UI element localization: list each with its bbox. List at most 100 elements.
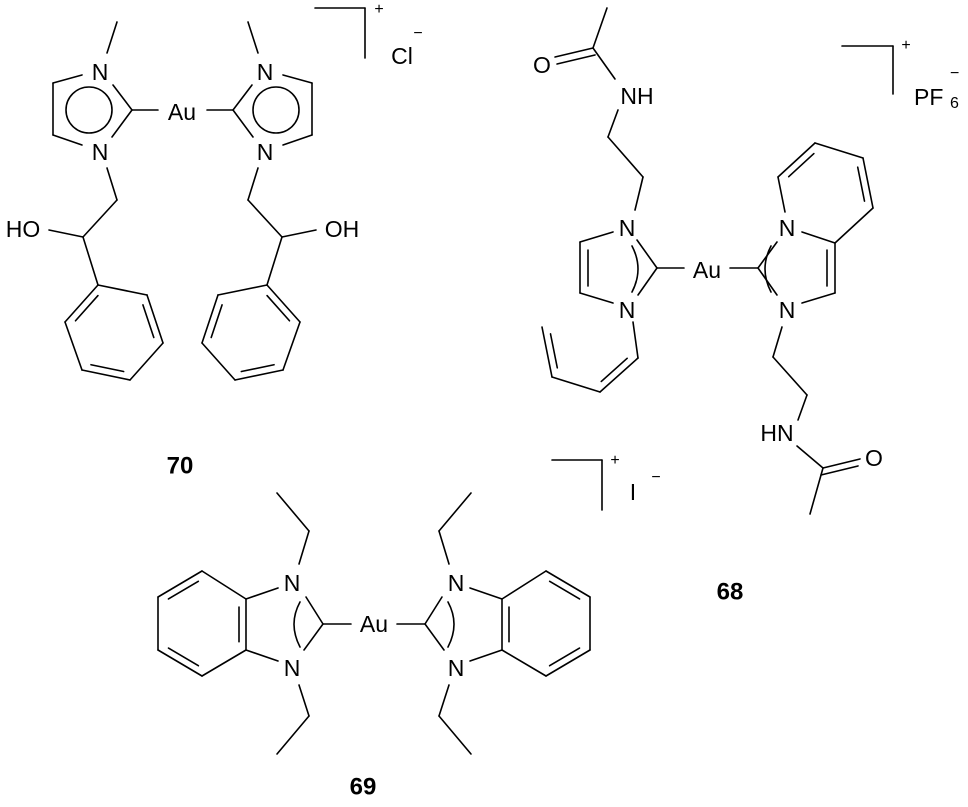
bond	[245, 649, 279, 662]
double-bond-line	[167, 580, 200, 600]
double-bond-line	[142, 304, 155, 339]
bond	[247, 199, 283, 238]
atom-n: N	[92, 59, 109, 85]
phenyl-bond	[64, 321, 83, 371]
double-bond-line	[600, 357, 628, 383]
bond	[424, 623, 445, 651]
bond	[52, 74, 83, 84]
atom-n: N	[257, 59, 274, 85]
phenyl-bond	[129, 342, 164, 381]
bond	[106, 21, 118, 54]
delocalized-arc	[631, 245, 639, 293]
phenyl-bond	[282, 321, 301, 371]
atom-n: N	[619, 215, 636, 241]
cation-charge: +	[374, 1, 383, 18]
double-bond-line	[556, 54, 596, 65]
delocalized-arc	[764, 245, 772, 293]
bond	[592, 7, 608, 49]
amide-nh-label: NH	[620, 83, 653, 109]
atom-au: Au	[693, 257, 721, 283]
bond	[111, 109, 133, 138]
double-bond-line	[549, 333, 559, 369]
atom-n: N	[779, 215, 796, 241]
bond	[607, 109, 619, 138]
bond	[82, 199, 118, 238]
atom-n: N	[257, 139, 274, 165]
bond	[801, 292, 836, 304]
hydroxyl-label: HO	[6, 216, 41, 242]
anion-charge: −	[413, 25, 422, 42]
benzo-bond	[501, 649, 547, 677]
bond	[112, 84, 133, 111]
atom-o: O	[533, 52, 551, 78]
benzo-bond	[157, 570, 203, 598]
bond	[282, 74, 313, 84]
bond	[469, 649, 503, 662]
cation-charge: +	[610, 452, 619, 469]
double-bond-line	[820, 465, 859, 476]
bond	[245, 587, 279, 600]
bond	[579, 292, 614, 304]
phenyl-bond	[97, 284, 148, 296]
bond	[247, 21, 259, 54]
benzo-bond	[501, 570, 547, 600]
bond	[438, 530, 450, 565]
pyridine-bond	[599, 357, 639, 393]
atom-n: N	[448, 570, 465, 596]
bond	[772, 326, 783, 358]
bond	[469, 587, 503, 600]
bond	[634, 176, 644, 211]
bond	[592, 47, 616, 80]
bond	[276, 715, 310, 755]
double-bond-line	[856, 166, 866, 202]
aromatic-circle	[252, 86, 300, 134]
double-bond-line	[240, 363, 275, 373]
pyridine-bond	[551, 376, 601, 393]
bond	[554, 47, 594, 58]
bond	[276, 492, 310, 532]
phenyl-bond	[217, 284, 268, 296]
delocalized-arc	[293, 601, 301, 648]
bond	[305, 596, 324, 625]
bond	[266, 236, 283, 286]
bond	[772, 356, 808, 396]
phenyl-bond	[234, 369, 284, 381]
phenyl-bond	[64, 284, 99, 323]
counterion-iodide: I	[630, 479, 636, 505]
counterion-pf6: PF	[914, 84, 943, 110]
bond	[438, 684, 450, 717]
delocalized-arc	[447, 601, 455, 648]
bond	[281, 229, 317, 238]
atom-o: O	[865, 445, 883, 471]
bond	[232, 109, 254, 138]
phenyl-bond	[81, 369, 131, 381]
atom-n: N	[619, 297, 636, 323]
phenyl-bond	[146, 294, 164, 344]
double-bond-line	[167, 647, 200, 667]
bond	[579, 231, 614, 243]
bond	[282, 134, 313, 146]
bond	[298, 530, 310, 565]
bond	[796, 445, 824, 469]
bond	[607, 136, 644, 178]
bond	[809, 467, 824, 515]
aromatic-circle	[65, 86, 113, 134]
bond	[48, 229, 84, 238]
benzo-bond	[157, 649, 203, 677]
pyridine-bond	[541, 326, 553, 378]
cation-charge: +	[901, 37, 910, 54]
benzo-bond	[545, 649, 591, 677]
bond	[801, 231, 836, 244]
benzo-bond	[201, 570, 247, 600]
bond	[424, 596, 443, 625]
double-bond-line	[90, 363, 125, 373]
bond	[247, 167, 259, 201]
double-bond-line	[74, 294, 99, 322]
double-bond-line	[210, 304, 223, 339]
bond	[303, 623, 324, 651]
atom-n: N	[448, 655, 465, 681]
compound-69: N N N N Au + I − 69	[284, 452, 661, 801]
atom-au: Au	[168, 99, 196, 125]
